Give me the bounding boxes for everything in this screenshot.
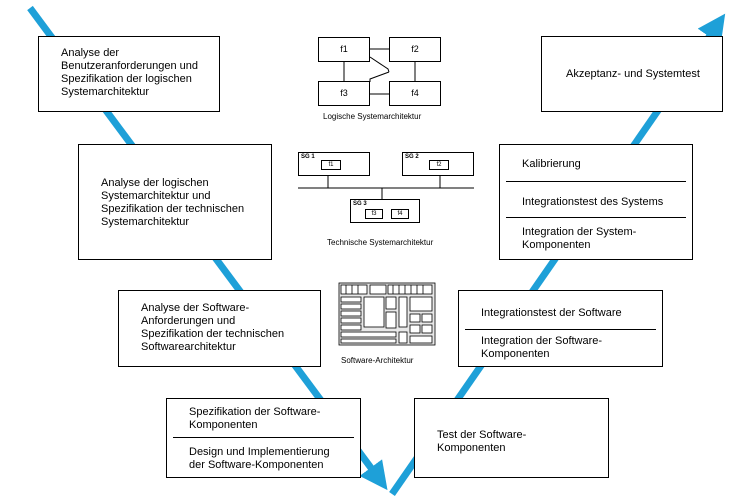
left-box-text: Analyse der logischen Systemarchitektur … xyxy=(101,177,245,228)
box-section: Design und Implementierung der Software-… xyxy=(189,446,330,471)
left-box-text: Analyse der Software- Anforderungen und … xyxy=(141,302,285,353)
box-section: Integrationstest des Systems xyxy=(522,196,664,208)
logical-function-f4: f4 xyxy=(389,81,441,106)
box-section: Integrationstest der Software xyxy=(481,307,622,319)
right-box-text: Test der Software- Komponenten xyxy=(437,429,527,454)
box-section: Spezifikation der Software- Komponenten xyxy=(189,406,321,431)
box-section: Integration der Software- Komponenten xyxy=(481,335,603,360)
logical-function-f2: f2 xyxy=(389,37,441,62)
ecu-function: f1 xyxy=(321,160,341,170)
section-divider xyxy=(506,181,686,182)
ecu-label: SG 2 xyxy=(405,154,419,160)
technical-architecture-caption: Technische Systemarchitektur xyxy=(327,238,434,247)
left-box-user-requirements: Analyse der Benutzeranforderungen und Sp… xyxy=(38,36,220,112)
section-divider xyxy=(173,437,354,438)
right-box-component-test: Test der Software- Komponenten xyxy=(414,398,609,478)
ecu-sg3: SG 3 f3 f4 xyxy=(350,199,420,223)
section-divider xyxy=(506,217,686,218)
right-box-acceptance-test: Akzeptanz- und Systemtest xyxy=(541,36,723,112)
right-box-software-integration: Integrationstest der Software Integratio… xyxy=(458,290,663,367)
left-box-logical-architecture: Analyse der logischen Systemarchitektur … xyxy=(78,144,272,260)
ecu-function: f3 xyxy=(365,209,383,219)
right-box-text: Akzeptanz- und Systemtest xyxy=(566,68,700,80)
left-box-software-requirements: Analyse der Software- Anforderungen und … xyxy=(118,290,321,367)
section-divider xyxy=(465,329,656,330)
ecu-sg1: SG 1 f1 xyxy=(298,152,370,176)
box-section: Kalibrierung xyxy=(522,158,581,170)
ecu-function: f2 xyxy=(429,160,449,170)
ecu-label: SG 3 xyxy=(353,201,367,207)
software-architecture-schematic xyxy=(338,282,436,346)
left-box-text: Analyse der Benutzeranforderungen und Sp… xyxy=(61,47,198,98)
ecu-sg2: SG 2 f2 xyxy=(402,152,474,176)
software-architecture-caption: Software-Architektur xyxy=(341,356,414,365)
left-box-component-design: Spezifikation der Software- Komponenten … xyxy=(166,398,361,478)
logical-function-f3: f3 xyxy=(318,81,370,106)
logical-function-f1: f1 xyxy=(318,37,370,62)
logical-architecture-caption: Logische Systemarchitektur xyxy=(323,112,422,121)
box-section: Integration der System- Komponenten xyxy=(522,226,637,251)
ecu-function: f4 xyxy=(391,209,409,219)
ecu-label: SG 1 xyxy=(301,154,315,160)
right-box-system-integration: Kalibrierung Integrationstest des System… xyxy=(499,144,693,260)
